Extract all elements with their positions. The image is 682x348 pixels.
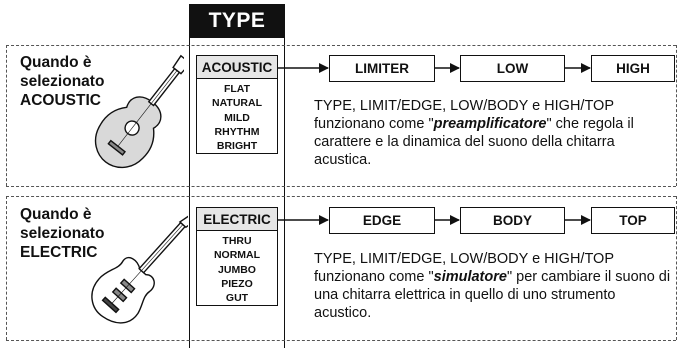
electric-type-box: ELECTRIC THRU NORMAL JUMBO PIEZO GUT	[196, 207, 278, 307]
description-text-end: " che regola il carattere e la dinamica …	[314, 116, 634, 168]
flow-step-label: HIGH	[616, 61, 650, 76]
description-emphasis: preamplificatore	[433, 116, 547, 132]
flow-step-low: LOW	[460, 55, 565, 82]
flow-step-top: TOP	[591, 207, 675, 234]
row-divider-middle-2	[6, 196, 676, 197]
flow-step-label: LIMITER	[355, 61, 409, 76]
row-border-right-1	[676, 45, 677, 186]
electric-selection-caption: Quando è selezionato ELECTRIC	[20, 205, 104, 262]
type-option: RHYTHM	[214, 125, 260, 138]
type-option: NORMAL	[213, 249, 261, 262]
selection-line-2: selezionato	[20, 225, 105, 242]
row-divider-bottom	[6, 340, 676, 341]
description-emphasis: simulatore	[433, 269, 507, 285]
selection-value: ELECTRIC	[20, 244, 98, 261]
type-option: MILD	[224, 111, 250, 124]
acoustic-description: TYPE, LIMIT/EDGE, LOW/BODY e HIGH/TOP fu…	[314, 97, 674, 169]
type-option: NATURAL	[212, 97, 262, 110]
acoustic-selection-caption: Quando è selezionato ACOUSTIC	[20, 53, 104, 110]
flow-step-high: HIGH	[591, 55, 675, 82]
type-option: PIEZO	[221, 277, 253, 290]
selection-line-2: selezionato	[20, 73, 105, 90]
description-text-end: " per cambiare il suono di una chitarra …	[314, 269, 671, 321]
row-divider-top	[6, 45, 676, 46]
electric-guitar-icon	[91, 211, 188, 324]
flow-step-label: TOP	[619, 213, 647, 228]
type-option: GUT	[225, 292, 249, 305]
flow-step-limiter: LIMITER	[329, 55, 435, 82]
type-box-heading: ELECTRIC	[197, 208, 277, 231]
type-column	[189, 38, 285, 348]
type-option: THRU	[222, 235, 252, 247]
acoustic-guitar-icon	[94, 54, 184, 169]
type-option: JUMBO	[218, 263, 256, 276]
flow-step-label: EDGE	[362, 213, 402, 228]
flow-step-label: BODY	[492, 213, 532, 228]
acoustic-type-box: ACOUSTIC FLAT NATURAL MILD RHYTHM BRIGHT	[196, 55, 278, 155]
selection-value: ACOUSTIC	[20, 92, 101, 109]
type-column-header: TYPE	[189, 4, 285, 38]
description-text: TYPE, LIMIT/EDGE, LOW/BODY e HIGH/TOP fu…	[314, 98, 614, 132]
flow-step-body: BODY	[460, 207, 565, 234]
description-text: TYPE, LIMIT/EDGE, LOW/BODY e HIGH/TOP fu…	[314, 251, 614, 285]
type-box-heading: ACOUSTIC	[197, 56, 277, 79]
electric-description: TYPE, LIMIT/EDGE, LOW/BODY e HIGH/TOP fu…	[314, 250, 674, 322]
type-header-label: TYPE	[208, 9, 266, 32]
type-option: FLAT	[223, 83, 251, 95]
row-border-left-1	[6, 45, 7, 186]
row-divider-middle	[6, 186, 676, 187]
row-border-left-2	[6, 196, 7, 340]
row-border-right-2	[676, 196, 677, 340]
flow-step-edge: EDGE	[329, 207, 435, 234]
selection-line-1: Quando è	[20, 206, 92, 223]
flow-step-label: LOW	[496, 61, 529, 76]
selection-line-1: Quando è	[20, 54, 92, 71]
type-option: BRIGHT	[216, 140, 258, 153]
